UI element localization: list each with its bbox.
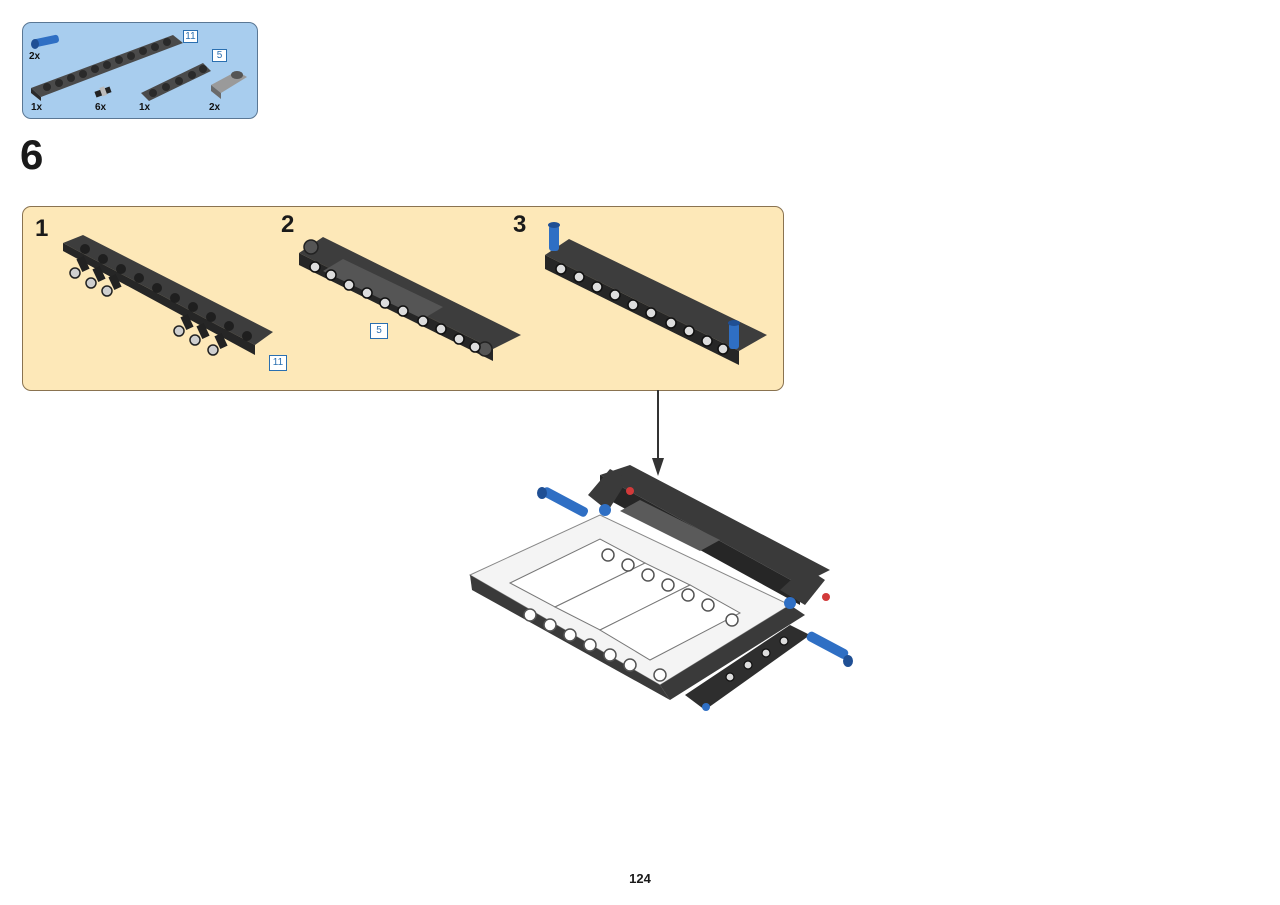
blue-axle-pin-right bbox=[806, 631, 853, 667]
qty-blue-axle-pin: 2x bbox=[29, 51, 41, 62]
substep-3-assembly bbox=[545, 222, 767, 365]
substep-2-number: 2 bbox=[281, 211, 295, 238]
parts-list-callout: 2x 1x 6x 1x 2x 11 5 bbox=[22, 22, 258, 119]
length-tag-11: 11 bbox=[183, 30, 198, 43]
qty-cross-connector: 2x bbox=[209, 102, 221, 113]
parts-illustration bbox=[31, 34, 247, 101]
length-tag-5: 5 bbox=[212, 49, 227, 62]
qty-beam-5: 1x bbox=[139, 102, 151, 113]
substep-1-number: 1 bbox=[35, 215, 49, 242]
qty-friction-pin: 6x bbox=[95, 102, 107, 113]
blue-axle-pin-part bbox=[31, 34, 59, 49]
beam-11-part bbox=[31, 35, 183, 101]
blue-axle-pin-left bbox=[537, 487, 589, 517]
cross-connector-part bbox=[211, 71, 247, 99]
black-friction-pin-part bbox=[94, 86, 112, 98]
page-number: 124 bbox=[629, 871, 651, 886]
step-number: 6 bbox=[20, 131, 44, 178]
substeps-illustration bbox=[63, 222, 767, 365]
substep-2-length-tag: 5 bbox=[370, 323, 388, 339]
qty-beam-11: 1x bbox=[31, 102, 43, 113]
substep-1-assembly bbox=[63, 235, 273, 356]
substep-3-number: 3 bbox=[513, 211, 527, 238]
substep-2-assembly bbox=[299, 237, 521, 361]
main-model-illustration bbox=[468, 465, 853, 711]
down-arrow-icon bbox=[652, 390, 664, 476]
substep-1-length-tag: 11 bbox=[269, 355, 287, 371]
beam-5-part bbox=[141, 63, 211, 101]
substeps-callout: 1 2 3 11 5 bbox=[22, 206, 784, 391]
